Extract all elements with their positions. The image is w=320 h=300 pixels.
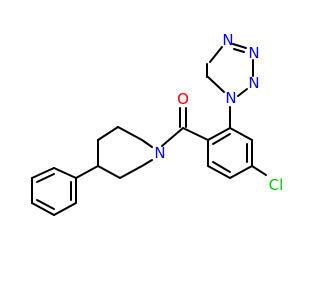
oxygen-atom-label: O — [177, 90, 189, 108]
bond — [237, 88, 248, 97]
tetrazole-nitrogen-3-atom-label: N — [248, 44, 259, 62]
double-bond — [212, 133, 231, 145]
bond — [207, 165, 231, 179]
bond — [75, 165, 99, 179]
bond — [229, 165, 253, 179]
bond — [31, 167, 55, 179]
bond — [53, 202, 77, 216]
bond — [141, 139, 153, 148]
double-bond — [36, 173, 55, 183]
bond — [97, 165, 121, 179]
bond — [117, 126, 143, 141]
piperidine-nitrogen-atom-label: N — [154, 144, 165, 162]
tetrazole-nitrogen-2-atom-label: N — [248, 74, 259, 92]
bond — [119, 165, 143, 179]
bond — [31, 202, 55, 216]
bond — [251, 165, 267, 176]
bond — [229, 127, 253, 141]
bond — [141, 159, 153, 167]
double-bond — [233, 48, 245, 53]
bond — [161, 127, 184, 147]
tetrazole-nitrogen-1-atom-label: N — [225, 89, 236, 107]
bond — [207, 127, 231, 141]
bond-layer — [31, 43, 267, 216]
chemical-structure-diagram: O N N N N N Cl — [31, 31, 283, 216]
atom-label-layer: O N N N N N Cl — [154, 31, 283, 194]
bond — [97, 126, 119, 141]
double-bond — [212, 161, 231, 173]
bond — [182, 127, 209, 141]
double-bond — [36, 199, 55, 210]
tetrazole-nitrogen-4-atom-label: N — [222, 31, 233, 49]
bond — [207, 76, 225, 93]
bond — [53, 167, 77, 179]
bond — [232, 43, 247, 49]
bond — [209, 46, 223, 63]
chlorine-atom-label: Cl — [269, 176, 284, 194]
